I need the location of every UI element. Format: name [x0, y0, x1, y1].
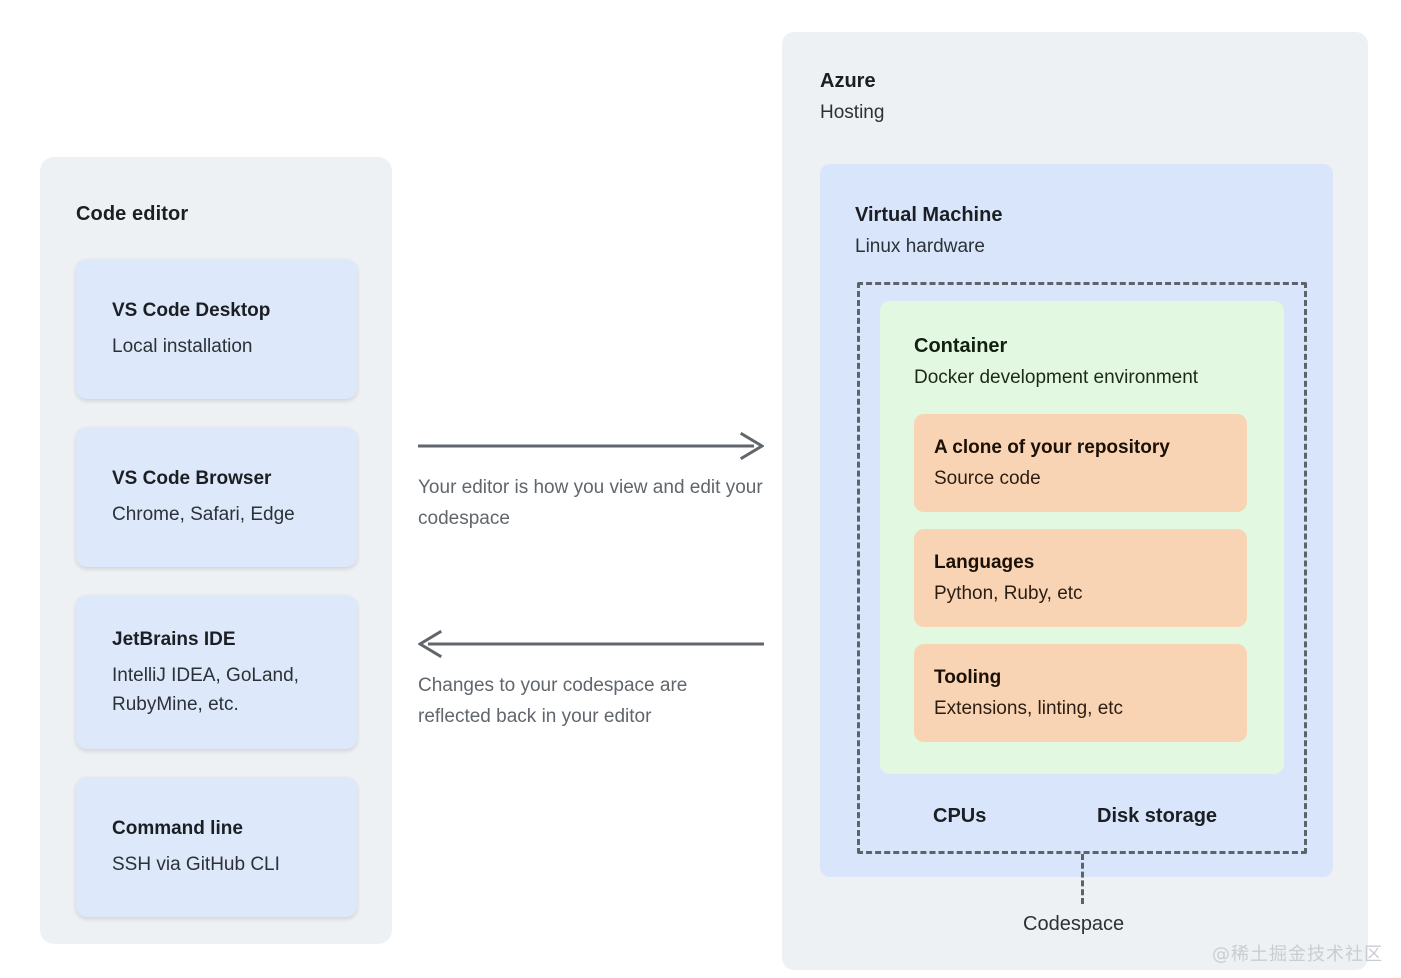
editor-card-title: JetBrains IDE	[112, 629, 236, 650]
container-item-repository-clone[interactable]: A clone of your repository Source code	[914, 414, 1247, 512]
container-item-subtitle: Python, Ruby, etc	[934, 583, 1083, 604]
connector-caption: Changes to your codespace are reflected …	[418, 675, 688, 727]
container-item-languages[interactable]: Languages Python, Ruby, etc	[914, 529, 1247, 627]
azure-panel-subtitle: Hosting	[820, 102, 885, 123]
editor-card-title: VS Code Browser	[112, 468, 272, 489]
code-editor-panel-title: Code editor	[76, 203, 189, 225]
editor-card-vs-code-browser[interactable]: VS Code Browser Chrome, Safari, Edge	[76, 427, 357, 567]
hardware-label-cpus: CPUs	[933, 805, 987, 827]
editor-card-title: Command line	[112, 818, 243, 839]
virtual-machine-title: Virtual Machine	[855, 204, 1003, 226]
container-item-subtitle: Source code	[934, 468, 1041, 489]
codespace-boundary	[857, 282, 1307, 854]
connector-caption: Your editor is how you view and edit you…	[418, 477, 763, 529]
editor-card-subtitle: Local installation	[112, 336, 253, 357]
container-subtitle: Docker development environment	[914, 367, 1199, 388]
container-panel: Container Docker development environment…	[880, 301, 1284, 774]
container-item-title: Tooling	[934, 667, 1002, 688]
container-item-tooling[interactable]: Tooling Extensions, linting, etc	[914, 644, 1247, 742]
connector-codespace-to-editor: Changes to your codespace are reflected …	[418, 630, 764, 727]
container-item-subtitle: Extensions, linting, etc	[934, 698, 1124, 719]
arrow-left-icon	[418, 630, 764, 658]
editor-card-subtitle: SSH via GitHub CLI	[112, 854, 280, 875]
virtual-machine-subtitle: Linux hardware	[855, 236, 985, 257]
editor-card-subtitle: IntelliJ IDEA, GoLand, RubyMine, etc.	[112, 665, 299, 715]
hardware-label-disk-storage: Disk storage	[1097, 805, 1218, 827]
editor-card-command-line[interactable]: Command line SSH via GitHub CLI	[76, 777, 357, 917]
container-title: Container	[914, 335, 1008, 357]
editor-card-vs-code-desktop[interactable]: VS Code Desktop Local installation	[76, 259, 357, 399]
azure-panel-title: Azure	[820, 70, 876, 92]
codespace-leader-line	[1081, 854, 1084, 904]
editor-card-title: VS Code Desktop	[112, 300, 271, 321]
watermark: @稀土掘金技术社区	[1212, 944, 1383, 965]
code-editor-panel: Code editor VS Code Desktop Local instal…	[40, 157, 392, 944]
arrow-right-icon	[418, 432, 764, 460]
editor-card-subtitle: Chrome, Safari, Edge	[112, 504, 295, 525]
container-item-title: Languages	[934, 552, 1035, 573]
connector-editor-to-codespace: Your editor is how you view and edit you…	[418, 432, 764, 529]
editor-card-jetbrains-ide[interactable]: JetBrains IDE IntelliJ IDEA, GoLand, Rub…	[76, 595, 357, 749]
codespace-label: Codespace	[1023, 913, 1125, 935]
container-item-title: A clone of your repository	[934, 437, 1170, 458]
